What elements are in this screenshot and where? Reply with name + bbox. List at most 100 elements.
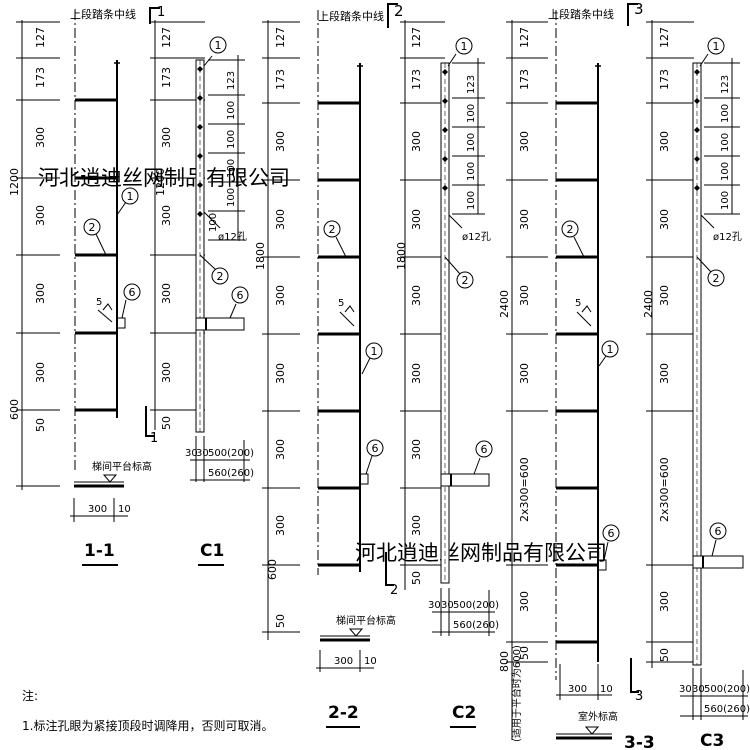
detail-title-c3: C3 [700, 731, 724, 750]
leader [711, 539, 717, 557]
dim-30: 30 [185, 448, 198, 459]
part-marker [83, 218, 101, 236]
leader [229, 303, 237, 319]
dim-300: 300 [518, 131, 531, 152]
part-marker [123, 283, 141, 301]
dim-300: 300 [518, 591, 531, 612]
dim-100: 100 [226, 159, 237, 178]
platform-note: (适用于平台时为600) [510, 645, 523, 742]
dim-173: 173 [658, 69, 671, 90]
dim-300: 300 [274, 363, 287, 384]
part-marker [231, 286, 249, 304]
dim-50: 50 [410, 571, 423, 585]
dim-300: 300 [274, 285, 287, 306]
section-mark-1-num: 1 [157, 5, 165, 20]
dim-100: 100 [720, 104, 731, 123]
section-title-2-2: 2-2 [328, 703, 359, 723]
dim-127: 127 [658, 27, 671, 48]
dim-1800: 1800 [395, 242, 408, 270]
part-marker [707, 269, 725, 287]
section-mark-3-num: 3 [634, 0, 644, 18]
dim-300: 300 [160, 205, 173, 226]
part-marker [456, 271, 474, 289]
dim-300: 300 [410, 363, 423, 384]
leader [335, 236, 347, 258]
part-marker-1: 1 [215, 39, 222, 52]
dim-560-260: 560(260) [704, 704, 750, 715]
section-3-3: 127 173 300 300 2400 300 300 2x300=600 3… [498, 10, 655, 750]
level-triangle [102, 474, 118, 483]
leader [573, 236, 585, 258]
leader [203, 55, 213, 67]
landing-level-label: 梯间平台标高 [336, 614, 396, 627]
dim-300-bottom: 300 [334, 656, 353, 667]
part-marker-6: 6 [608, 527, 615, 540]
detail-c3: 127 173 300 300 2400 300 300 2x300=600 3… [642, 20, 750, 750]
dim-123: 123 [226, 71, 237, 90]
section-title-3-3: 3-3 [624, 733, 655, 750]
dim-300: 300 [518, 363, 531, 384]
leader [95, 233, 107, 256]
part-marker-2: 2 [567, 223, 574, 236]
dim-173: 173 [410, 69, 423, 90]
leader [448, 214, 463, 229]
weld-symbol [581, 305, 592, 313]
part-marker-1: 1 [607, 343, 614, 356]
dim-500-200: 500(200) [704, 684, 750, 695]
part-marker-1: 1 [713, 40, 720, 53]
dim-300: 300 [518, 209, 531, 230]
leader [203, 211, 221, 229]
leader [700, 214, 715, 229]
leader [699, 53, 709, 67]
top-centerline-label-1: 上段踏条中线 [70, 7, 136, 21]
dim-100: 100 [226, 101, 237, 120]
dim-123: 123 [720, 75, 731, 94]
dim-100: 100 [226, 188, 237, 207]
detail-c1: 127 173 300 1200 300 300 300 50 123 100 … [150, 20, 254, 566]
dim-173: 173 [274, 69, 287, 90]
leader [116, 201, 127, 216]
dim-127: 127 [160, 27, 173, 48]
dim-100: 100 [226, 130, 237, 149]
section-mark-L2-num: 2 [390, 583, 398, 598]
hole-label: ø12孔 [462, 231, 491, 243]
hole-dots [197, 66, 203, 217]
part-marker [475, 440, 493, 458]
weld-leader [339, 311, 355, 327]
part-marker [365, 342, 383, 360]
dim-127: 127 [518, 27, 531, 48]
bracket-plate [440, 473, 490, 487]
top-centerline-label-2: 上段踏条中线 [318, 9, 384, 23]
dim-300: 300 [410, 285, 423, 306]
section-1-1: 127 173 300 300 300 300 50 1200 600 5 1 … [8, 10, 152, 566]
dim-300: 300 [658, 131, 671, 152]
dim-300: 300 [274, 131, 287, 152]
section-mark-L3-num: 3 [635, 689, 643, 704]
section-mark-2: 2 [387, 2, 404, 28]
weld-symbol [102, 303, 113, 311]
dim-100: 100 [720, 133, 731, 152]
dim-173: 173 [160, 67, 173, 88]
leader [361, 357, 371, 375]
bracket-box [597, 559, 607, 571]
dim-100: 100 [466, 191, 477, 210]
part-marker [323, 220, 341, 238]
hole-label: ø12孔 [713, 231, 742, 243]
dim-100: 100 [720, 162, 731, 181]
dim-600: 600 [8, 399, 21, 420]
section-2-2: 127 173 300 1800 300 300 300 300 300 600… [254, 10, 396, 728]
dim-100: 100 [720, 191, 731, 210]
bracket-plate [692, 555, 744, 569]
part-marker [209, 36, 227, 54]
dim-50: 50 [160, 416, 173, 430]
part-marker-1: 1 [461, 40, 468, 53]
detail-title-c1: C1 [200, 541, 224, 561]
dim-560-260: 560(260) [453, 620, 499, 631]
hole-dots [694, 69, 700, 191]
part-marker [121, 187, 139, 205]
dim-300: 300 [160, 283, 173, 304]
weld-symbol [344, 305, 355, 313]
dim-2x300-600: 2x300=600 [658, 457, 671, 522]
dim-300: 300 [658, 363, 671, 384]
dim-2400: 2400 [498, 290, 511, 318]
